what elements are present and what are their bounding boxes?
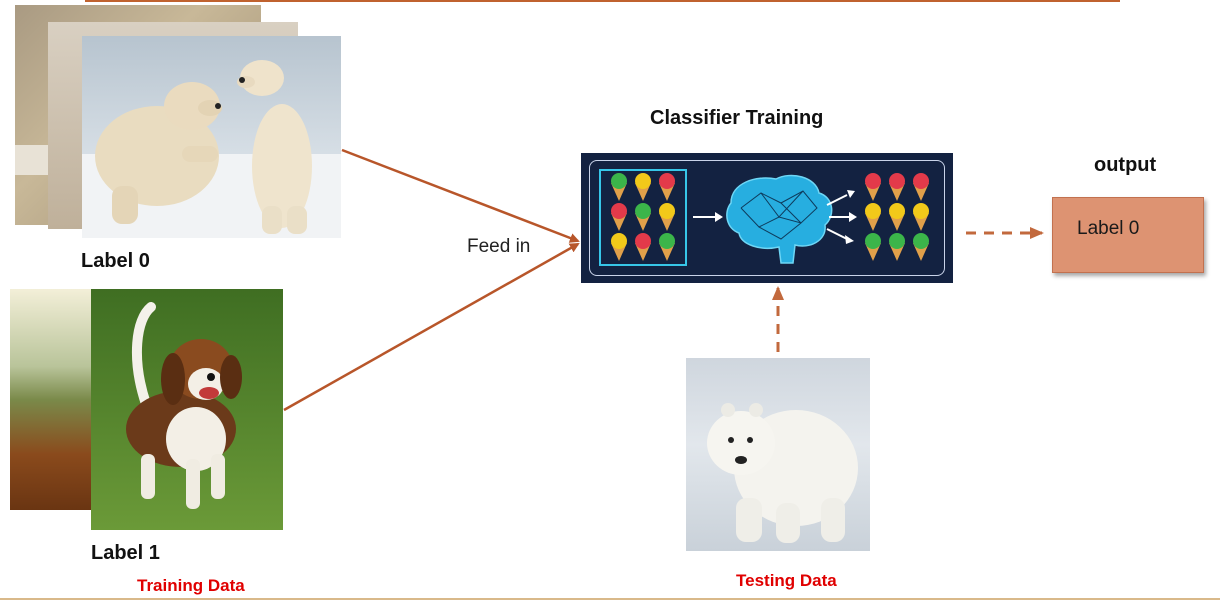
classifier-title: Classifier Training <box>650 107 824 129</box>
classifier-panel-border <box>589 160 945 276</box>
polar-bear-testing-image <box>686 358 870 551</box>
dog-training-image-back <box>10 289 94 510</box>
output-cone-grid <box>865 173 929 261</box>
feed-arrow-bottom <box>283 242 580 412</box>
polar-bears-training-image <box>82 36 341 238</box>
feed-in-label: Feed in <box>467 236 531 257</box>
output-label-text: Label 0 <box>1077 218 1140 239</box>
training-data-caption: Training Data <box>137 576 245 595</box>
beagle-training-image <box>91 289 283 530</box>
label-0-caption: Label 0 <box>81 250 150 272</box>
brain-icon <box>726 174 833 264</box>
feed-arrow-top <box>341 148 580 243</box>
testing-data-caption: Testing Data <box>736 571 837 590</box>
label-1-caption: Label 1 <box>91 542 160 564</box>
bottom-divider <box>0 598 1220 600</box>
top-divider <box>85 0 1120 2</box>
output-label-box: Label 0 <box>1052 197 1204 273</box>
output-heading: output <box>1094 154 1157 176</box>
classifier-panel <box>581 153 953 283</box>
classifier-illustration <box>599 169 929 266</box>
input-grid-box <box>599 169 687 266</box>
input-cone-grid <box>611 173 675 261</box>
